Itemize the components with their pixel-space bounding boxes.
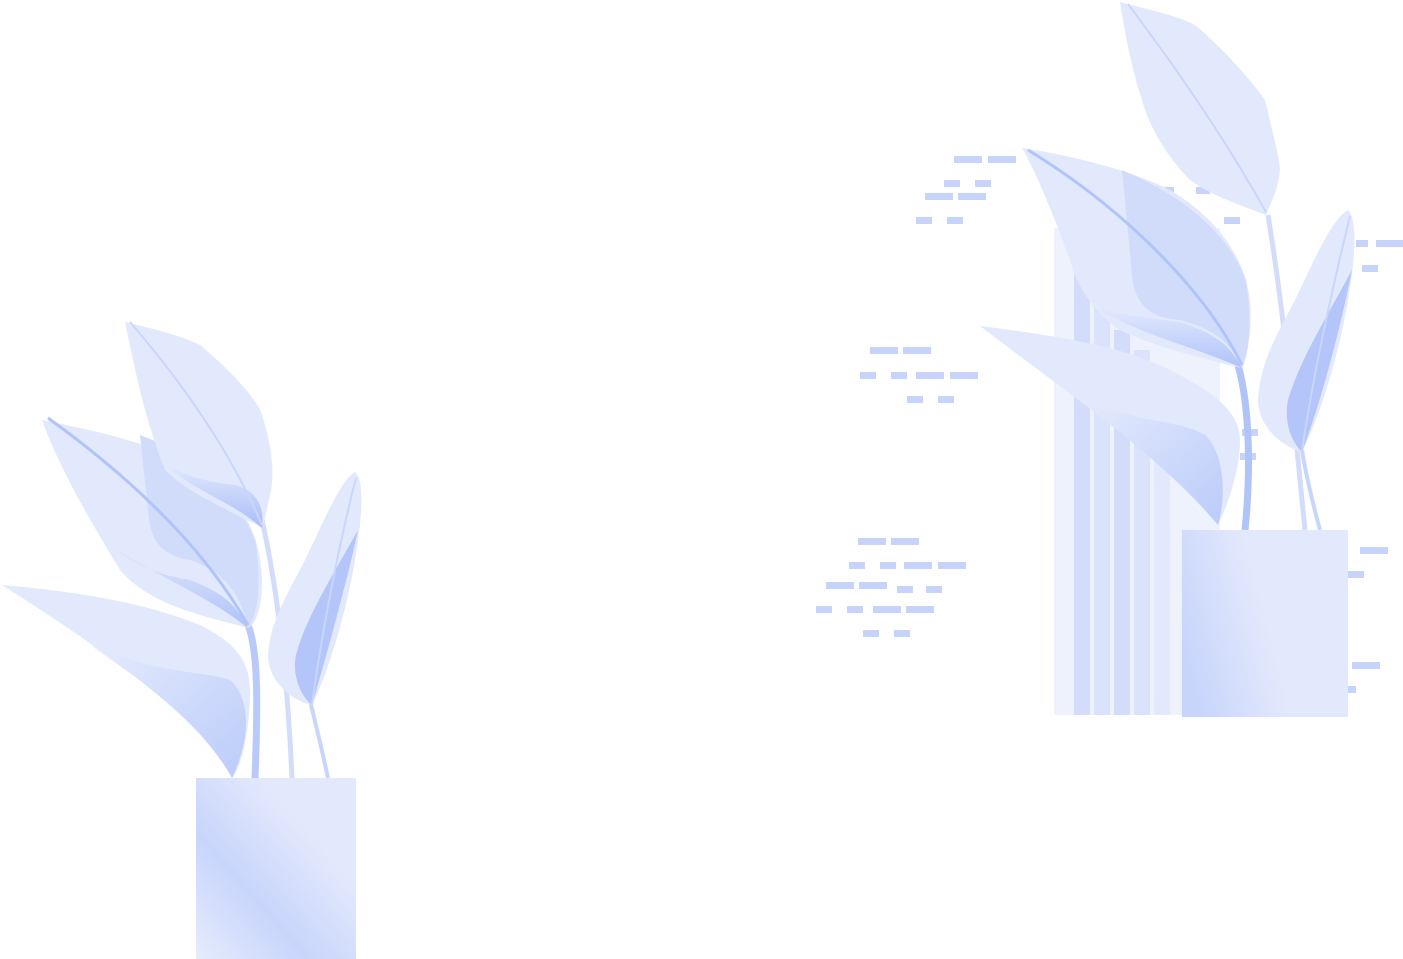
- left-plant-icon: [2, 321, 362, 959]
- dashed-lines-icon: [816, 156, 1403, 693]
- right-plant-icon: [980, 2, 1355, 717]
